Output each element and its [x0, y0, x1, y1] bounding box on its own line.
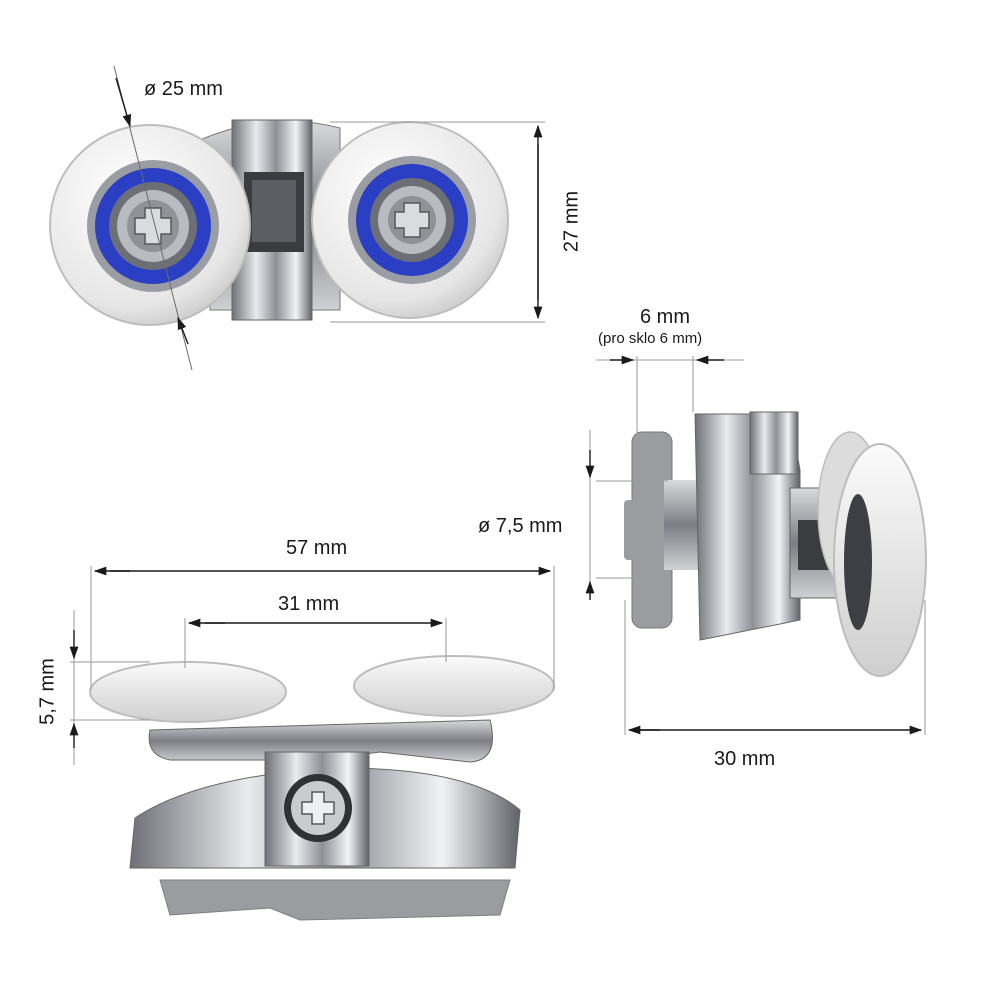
dim-depth	[624, 600, 926, 735]
screw-icon	[134, 207, 172, 245]
screw-icon	[394, 202, 430, 238]
dim-wheel-thickness	[69, 610, 150, 765]
side-view-roller	[624, 411, 927, 677]
label-wheel-spacing: 31 mm	[278, 593, 340, 615]
label-glass-note: (pro sklo 6 mm)	[598, 330, 703, 347]
label-depth: 30 mm	[714, 748, 776, 770]
label-glass-thickness: 6 mm	[640, 306, 690, 328]
screw-icon	[301, 791, 335, 825]
dim-total-width	[90, 566, 555, 690]
dim-height	[330, 121, 545, 323]
label-wheel-thickness: 5,7 mm	[36, 658, 59, 725]
label-wheel-diameter: ø 25 mm	[144, 78, 223, 100]
label-total-width: 57 mm	[286, 537, 348, 559]
right-wheel	[311, 121, 509, 319]
left-wheel	[49, 124, 251, 326]
dim-glass-thickness	[596, 355, 744, 436]
top-view-roller	[49, 119, 509, 326]
label-height: 27 mm	[560, 190, 583, 253]
dim-wheel-diameter	[113, 65, 193, 371]
dim-wheel-spacing	[184, 618, 447, 668]
bottom-view-roller	[89, 655, 555, 921]
label-axle-diameter: ø 7,5 mm	[478, 515, 563, 537]
dim-axle-diameter	[585, 430, 668, 600]
